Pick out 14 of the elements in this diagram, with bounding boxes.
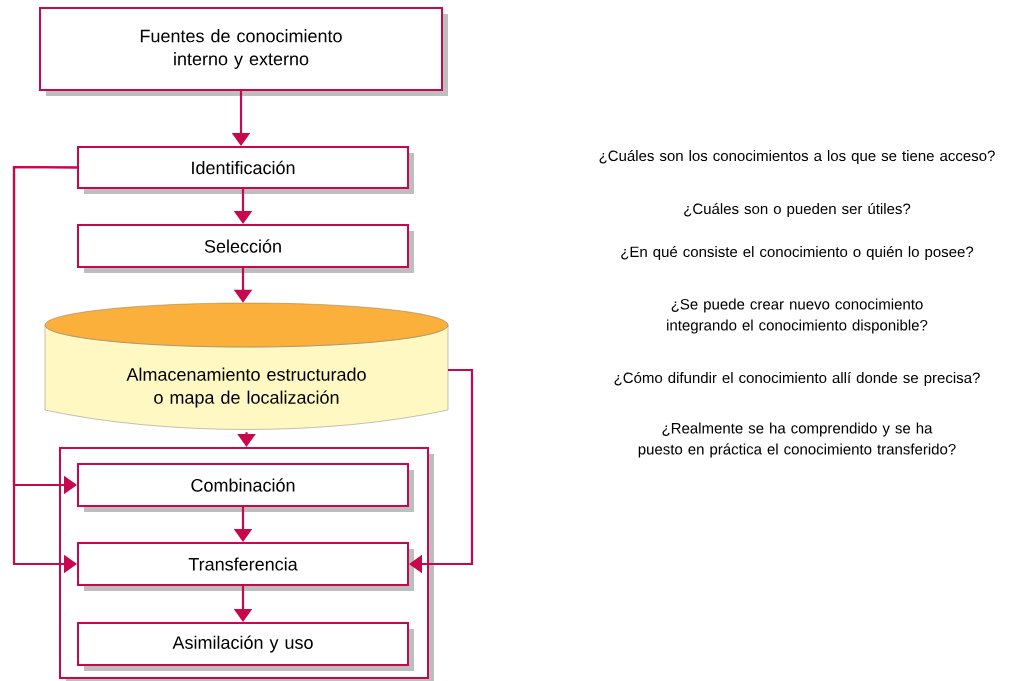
question-text: ¿Cuáles son los conocimientos a los que se tiene acceso?: [599, 149, 995, 165]
process-box: Combinación: [77, 463, 414, 512]
question-text: ¿Realmente se ha comprendido y se ha puesto en práctica el conocimiento transferido?: [638, 422, 956, 458]
arrow: [409, 368, 474, 574]
storage-cylinder: Almacenamiento estructurado o mapa de localización: [44, 302, 449, 430]
process-box: Transferencia: [77, 542, 414, 591]
question-text: ¿Cómo difundir el conocimiento allí donde se precisa?: [614, 371, 980, 387]
question-text: ¿Se puede crear nuevo conocimiento integrando el conocimiento disponible?: [667, 298, 928, 334]
question-text: ¿En qué consiste el conocimiento o quién lo posee?: [621, 245, 974, 261]
question-text: ¿Cuáles son o pueden ser útiles?: [684, 202, 911, 218]
process-box: Selección: [77, 224, 414, 273]
process-box: Asimilación y uso: [77, 622, 414, 671]
process-box: Identificación: [77, 146, 414, 194]
process-box: Fuentes de conocimiento interno y externo: [39, 7, 448, 96]
